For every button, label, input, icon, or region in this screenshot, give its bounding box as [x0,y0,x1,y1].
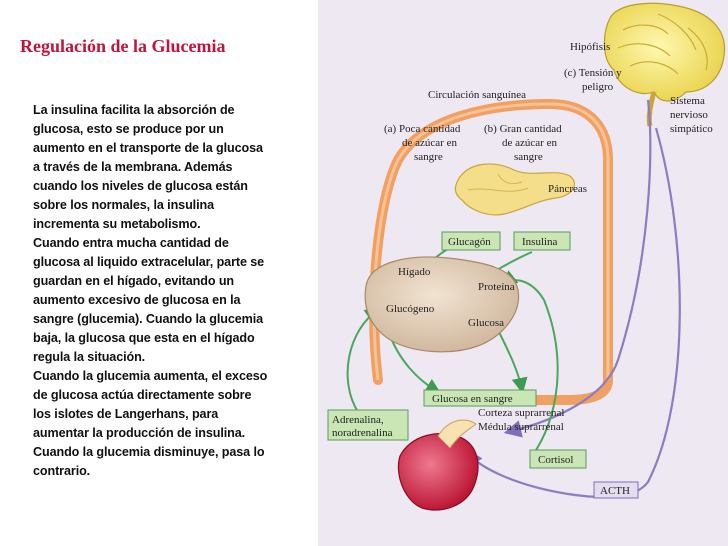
glucosa-sangre-label: Glucosa en sangre [432,393,513,405]
text-line: sobre los normales, la insulina [33,198,214,212]
adrenalina-to-liver-arrow [346,307,382,413]
poca-label-1: (a) Poca cantidad [384,123,461,135]
explanation-text: La insulina facilita la absorción de gluc… [33,101,308,481]
text-line: aumentar la producción de insulina. [33,426,246,440]
text-line: a través de la membrana. Además [33,160,233,174]
adrenalina-label-2: noradrenalina [332,427,393,439]
text-line: sangre (glucemia). Cuando la glucemia [33,312,264,326]
cortisol-box [529,449,587,469]
insulina-label: Insulina [522,236,558,248]
adrenal-gland-icon [397,433,479,511]
text-line: de glucosa actúa directamente sobre [33,388,252,402]
poca-label-2: de azúcar en [402,137,457,149]
circulacion-label: Circulación sanguínea [428,89,526,101]
insulin-box [513,231,571,251]
proteina-label: Proteína [478,281,515,293]
acth-arrow [465,127,681,499]
text-line: baja, la glucosa que esta en el hígado [33,331,255,345]
liver-icon [364,256,520,353]
glucose-to-sangre-arrow [497,329,528,394]
glucose-regulation-diagram: Hipófisis (c) Tensión y peligro Sistema … [318,0,728,546]
text-line: Cuando entra mucha cantidad de [33,236,229,250]
poca-label-3: sangre [414,151,443,163]
tension-label-2: peligro [582,81,614,93]
glucosa-label: Glucosa [468,317,504,329]
text-line: los islotes de Langerhans, para [33,407,219,421]
adrenalina-label-1: Adrenalina, [332,414,384,426]
text-line: aumento excesivo de glucosa en la [33,293,241,307]
acth-box [593,481,639,499]
gran-label-2: de azúcar en [502,137,557,149]
text-line: Cuando la glucemia aumenta, el exceso [33,369,268,383]
sistema-label-2: nervioso [670,109,708,121]
page-title: Regulación de la Glucemia [20,36,226,56]
sistema-label-3: simpático [670,123,713,135]
text-line: guardan en el hígado, evitando un [33,274,235,288]
hipofisis-label: Hipófisis [570,41,610,53]
text-line: cuando los niveles de glucosa están [33,179,248,193]
pancreas-label: Páncreas [548,183,587,195]
text-line: La insulina facilita la absorción de [33,103,235,117]
text-line: regula la situación. [33,350,146,364]
glucogeno-label: Glucógeno [386,303,435,315]
gran-label-3: sangre [514,151,543,163]
cortisol-label: Cortisol [538,454,573,466]
acth-label: ACTH [600,485,630,497]
text-line: contrario. [33,464,91,478]
sympathetic-nerve-arrow [503,99,652,438]
glucagon-box [441,231,501,251]
higado-label: Hígado [398,266,431,278]
cortisol-to-protein-arrow [500,270,559,457]
sistema-label-1: Sistema [670,95,705,107]
glucagon-label: Glucagón [448,236,491,248]
gran-label-1: (b) Gran cantidad [484,123,562,135]
text-line: glucosa al liquido extracelular, parte s… [33,255,265,269]
glucosa-sangre-box [423,389,537,407]
text-line: Cuando la glucemia disminuye, pasa lo [33,445,265,459]
text-line: aumento en el transporte de la glucosa [33,141,263,155]
corteza-label: Corteza suprarrenal [478,407,564,419]
text-line: glucosa, esto se produce por un [33,122,224,136]
tension-label-1: (c) Tensión y [564,67,622,79]
adrenalina-box [327,409,409,441]
pancreas-icon [454,163,575,216]
medula-label: Médula suprarrenal [478,421,564,433]
text-line: incrementa su metabolismo. [33,217,201,231]
